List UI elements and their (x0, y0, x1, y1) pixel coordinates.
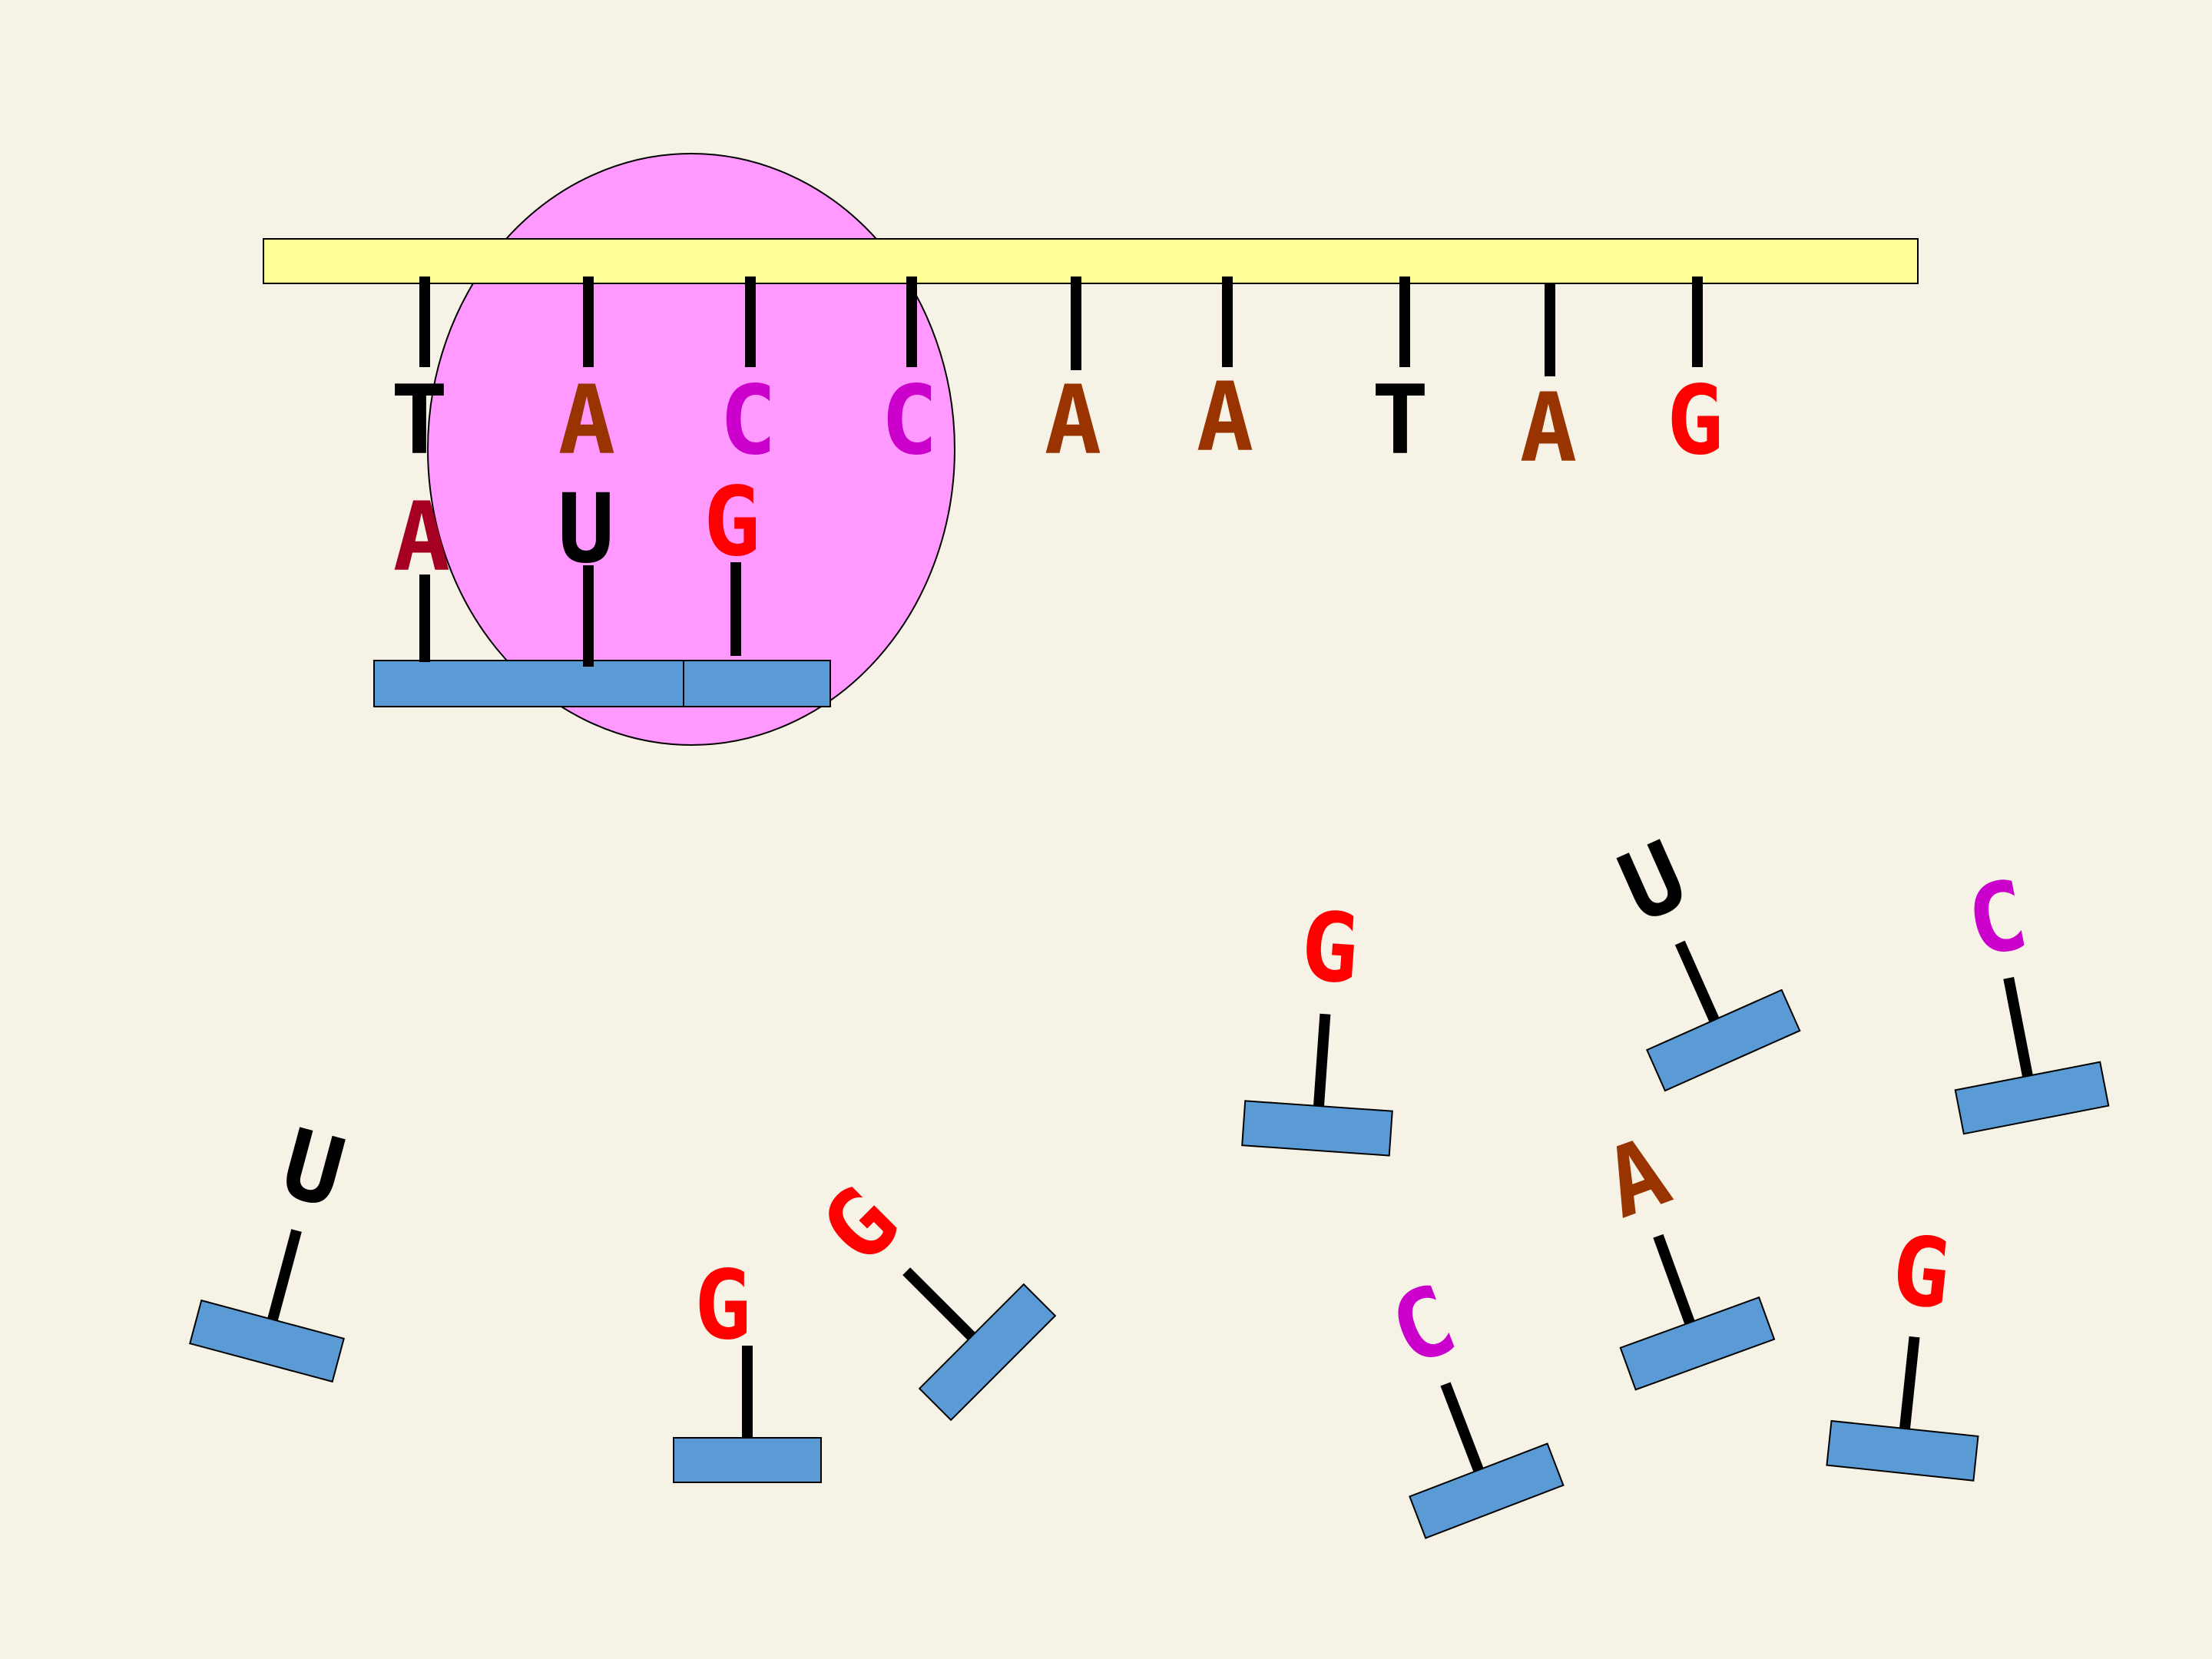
free-base-letter: U (1604, 820, 1702, 945)
template-base-letter: A (1197, 363, 1254, 473)
template-nucleotide: C (720, 276, 777, 476)
template-nucleotide: A (1520, 284, 1578, 484)
template-nucleotide: G (1667, 276, 1724, 476)
paired-backbone-block (683, 660, 831, 707)
template-base-letter: A (558, 366, 616, 476)
template-backbone (263, 238, 1919, 284)
free-nucleotide: G (1241, 891, 1393, 1157)
free-nucleotides: G U C U G (189, 820, 2110, 1539)
paired-nucleotide: U (558, 474, 615, 667)
template-base-letter: C (720, 366, 777, 476)
template-base-letter: A (1045, 366, 1102, 476)
free-base-letter: C (1376, 1264, 1469, 1388)
template-base-letter: A (1520, 373, 1578, 484)
free-nucleotide: G (1826, 1215, 1979, 1482)
template-strand: T A C C A A T (391, 276, 1724, 484)
paired-nucleotides: A U G (373, 467, 831, 707)
template-nucleotide: A (558, 276, 616, 476)
template-base-letter: C (881, 366, 939, 476)
paired-nucleotide: G (704, 467, 761, 656)
paired-base-letter: U (558, 474, 615, 584)
paired-nucleotide: A (393, 482, 451, 662)
free-base-letter: A (1591, 1117, 1683, 1240)
template-nucleotide: A (1197, 276, 1254, 473)
free-nucleotide: U (1604, 820, 1801, 1092)
template-base-letter: G (1667, 366, 1724, 476)
free-nucleotide: A (1591, 1117, 1776, 1391)
template-nucleotide: T (1372, 276, 1429, 476)
template-base-letter: T (1372, 366, 1429, 476)
template-nucleotide: C (881, 276, 939, 476)
free-base-letter: U (271, 1108, 355, 1230)
paired-backbone-block (373, 660, 684, 707)
free-base-letter: G (694, 1250, 752, 1361)
paired-base-letter: G (704, 467, 761, 578)
free-nucleotide: U (189, 1108, 355, 1383)
free-base-letter: G (1887, 1215, 1955, 1331)
template-nucleotide: T (391, 276, 449, 476)
template-base-letter: T (391, 366, 449, 476)
free-nucleotide: C (1954, 859, 2110, 1135)
free-base-letter: G (1297, 891, 1363, 1005)
template-nucleotide: A (1045, 276, 1102, 476)
paired-base-letter: A (393, 482, 451, 593)
free-base-letter: G (802, 1167, 921, 1286)
free-nucleotide: G (802, 1167, 1057, 1422)
free-nucleotide: C (1376, 1264, 1565, 1539)
free-nucleotide: G (673, 1250, 822, 1483)
free-base-letter: C (1959, 859, 2036, 979)
ribosome-ellipse (427, 153, 955, 746)
